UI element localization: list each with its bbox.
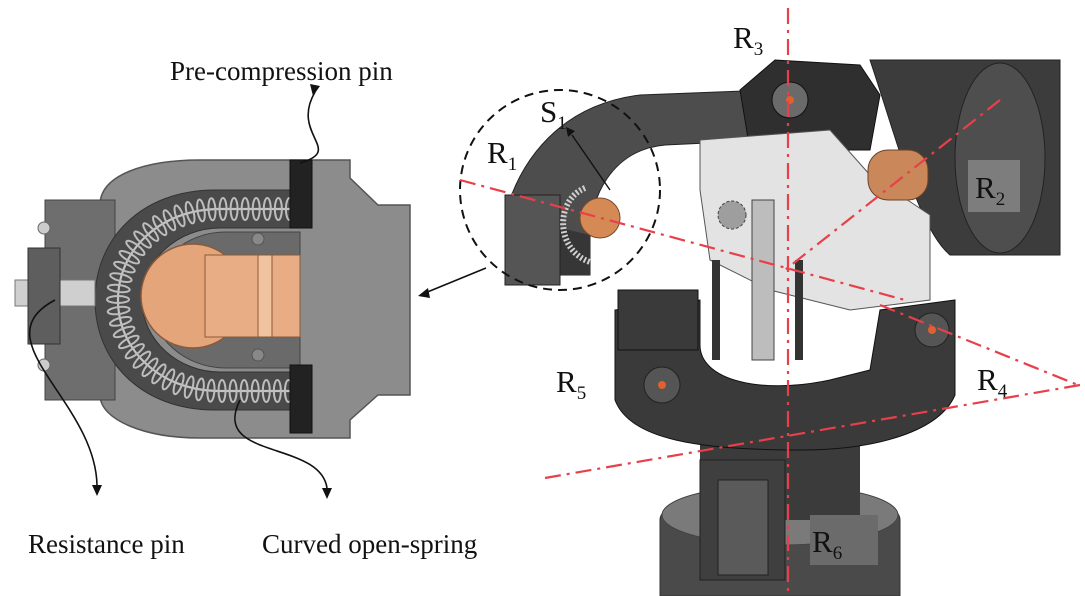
label-r6: R6 bbox=[812, 524, 842, 564]
arrow-head bbox=[310, 84, 320, 96]
frame-post bbox=[795, 260, 803, 360]
r5-hub bbox=[643, 366, 681, 404]
label-r5: R5 bbox=[556, 364, 586, 404]
r2-motor-face bbox=[954, 62, 1046, 254]
spring-coil bbox=[162, 209, 177, 232]
callout-lines bbox=[29, 84, 487, 499]
axis-r1 bbox=[459, 178, 906, 302]
spring-coil bbox=[250, 379, 260, 403]
spring-coil bbox=[118, 250, 141, 265]
callout-resistance bbox=[29, 299, 98, 486]
callout-spring bbox=[234, 399, 328, 489]
pinion-gear bbox=[717, 200, 747, 230]
detail-circle bbox=[459, 89, 661, 291]
label-r3: R3 bbox=[733, 20, 763, 60]
spring-coil bbox=[152, 215, 168, 237]
s1-copper-disc bbox=[579, 197, 621, 239]
spring-coil bbox=[262, 197, 272, 221]
screw-icon bbox=[251, 348, 265, 362]
spring-coil bbox=[172, 372, 185, 396]
pre-compression-pin-top bbox=[289, 159, 313, 229]
spring-coil bbox=[124, 343, 145, 360]
spring-coil bbox=[106, 283, 131, 294]
spring-joint-section bbox=[14, 159, 411, 439]
spring-coil bbox=[228, 379, 238, 403]
arrow-head bbox=[418, 288, 430, 298]
label-curved-open-spring: Curved open-spring bbox=[262, 529, 477, 559]
spring-coil bbox=[108, 316, 133, 327]
spring-coil bbox=[151, 363, 167, 385]
spring-coil bbox=[206, 378, 216, 403]
copper-plate bbox=[204, 254, 301, 338]
pre-compression-pin-bottom bbox=[289, 364, 313, 434]
axis-r4-r5 bbox=[544, 383, 1081, 480]
label-s1: S1 bbox=[540, 94, 567, 134]
spring-coil bbox=[207, 197, 217, 222]
spring-coil bbox=[106, 295, 131, 305]
spring-coil bbox=[132, 350, 152, 369]
label-r4: R4 bbox=[977, 362, 1008, 402]
spring-coil bbox=[118, 334, 140, 350]
screw-icon bbox=[251, 232, 265, 246]
s1-spring-arc bbox=[560, 185, 592, 265]
spring-coil bbox=[112, 325, 136, 339]
s1-spring-module bbox=[560, 185, 621, 265]
rack-gear bbox=[751, 199, 775, 361]
spring-coil bbox=[239, 379, 249, 403]
callout-detail-link bbox=[424, 267, 487, 294]
screw-icon bbox=[37, 221, 51, 235]
arm-end-block bbox=[504, 194, 561, 286]
arrow-head bbox=[322, 488, 332, 499]
spring-coil bbox=[161, 368, 176, 391]
r5-clamp bbox=[617, 289, 699, 351]
arrow-head bbox=[92, 485, 102, 496]
copper-cylinder bbox=[867, 149, 929, 201]
spring-coil bbox=[251, 197, 261, 221]
r2-label-plate bbox=[968, 160, 1020, 212]
spring-coil bbox=[218, 197, 228, 221]
spring-coil bbox=[183, 375, 195, 399]
robot-assembly bbox=[459, 59, 1061, 596]
spring-coil bbox=[141, 357, 159, 378]
resistance-pin-head bbox=[27, 247, 61, 345]
label-r2: R2 bbox=[975, 170, 1005, 210]
r6-label-plate bbox=[810, 515, 878, 565]
spring-coil bbox=[261, 379, 271, 403]
label-resistance-pin: Resistance pin bbox=[28, 529, 185, 559]
s1-pointer bbox=[566, 127, 611, 191]
joint-labels: S1 R1 R2 R3 R4 R5 R6 bbox=[487, 20, 1008, 564]
r6-bracket-face bbox=[717, 479, 769, 576]
curved-open-spring bbox=[116, 207, 300, 393]
spring-coil bbox=[106, 305, 131, 316]
frame-post bbox=[712, 260, 720, 360]
spring-coil bbox=[240, 197, 250, 221]
axis-r4 bbox=[879, 303, 1079, 387]
copper-plate-edge bbox=[257, 254, 273, 338]
axis-r2 bbox=[784, 99, 1001, 271]
spring-coil bbox=[229, 197, 239, 221]
label-r1: R1 bbox=[487, 135, 517, 175]
spring-coil bbox=[217, 379, 227, 403]
spring-coil bbox=[113, 260, 136, 274]
spring-coil bbox=[133, 230, 152, 249]
spring-coil bbox=[184, 200, 196, 225]
callout-pre-compression bbox=[299, 91, 320, 164]
u-bracket bbox=[614, 299, 956, 451]
spring-coil bbox=[196, 198, 206, 223]
spring-coil bbox=[272, 379, 282, 403]
label-pre-compression-pin: Pre-compression pin bbox=[170, 56, 393, 86]
spring-coil bbox=[173, 204, 186, 228]
rotation-axes bbox=[459, 8, 1081, 592]
spring-coil bbox=[273, 197, 283, 221]
spring-coil bbox=[125, 239, 146, 257]
spring-coil bbox=[195, 377, 205, 402]
spring-coil bbox=[109, 272, 133, 283]
spring-coil bbox=[142, 222, 160, 242]
